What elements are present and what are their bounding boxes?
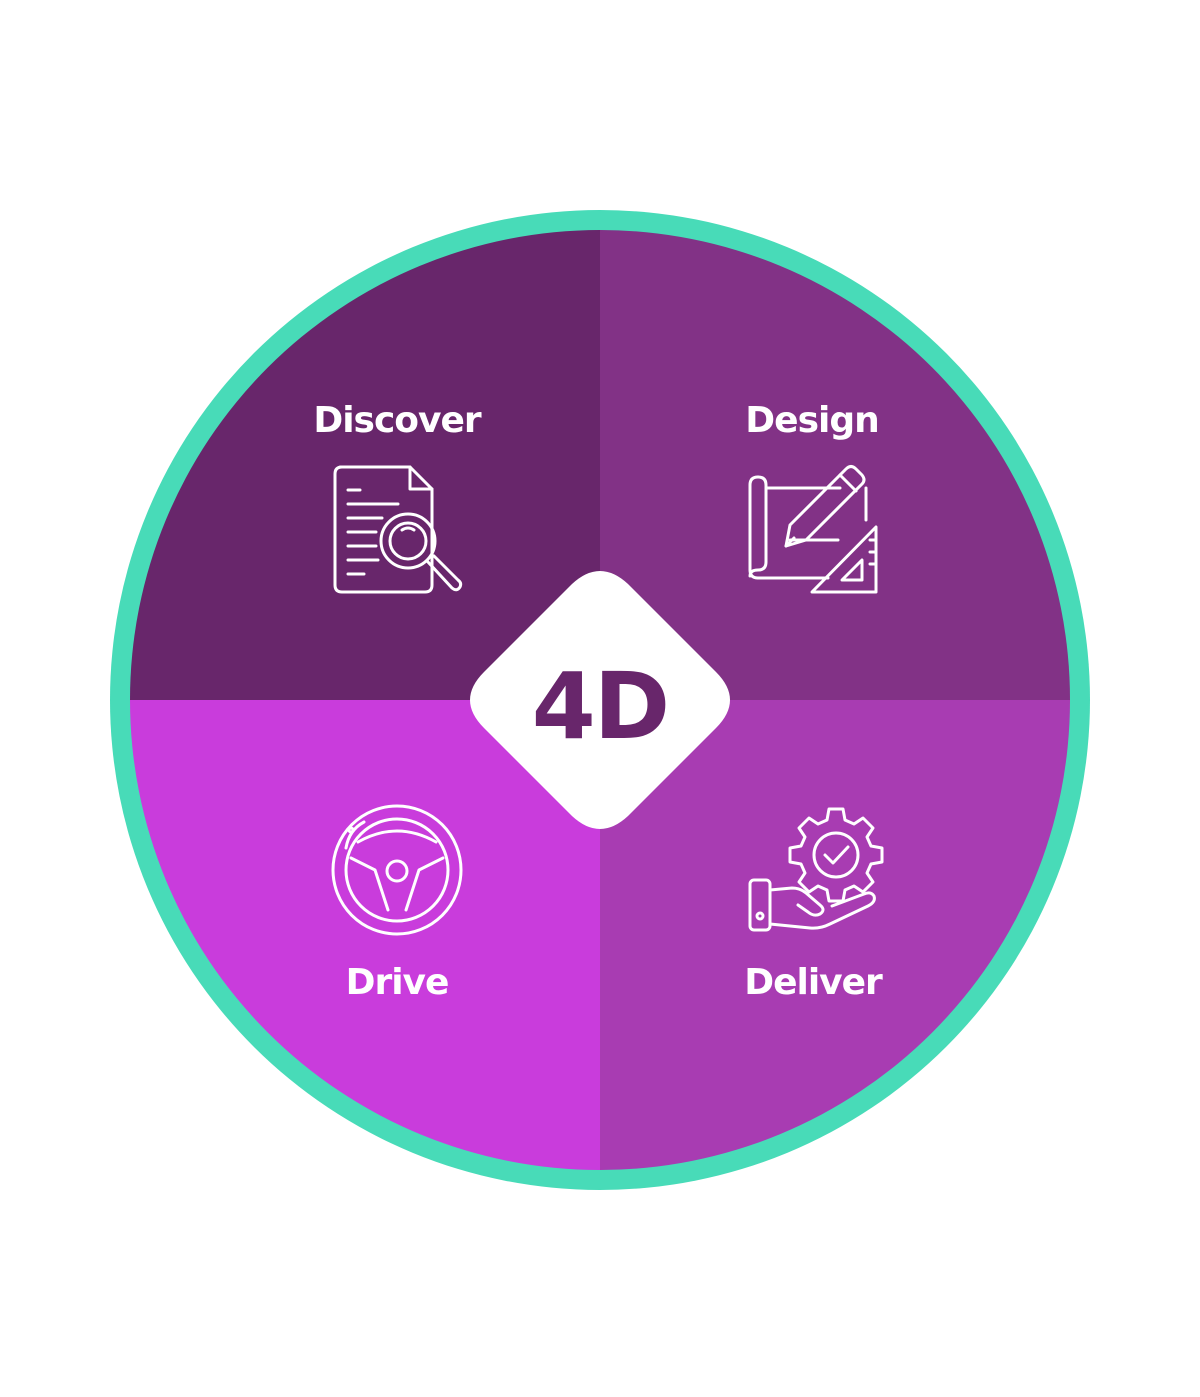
document-search-icon bbox=[333, 465, 463, 594]
blueprint-pencil-icon bbox=[748, 465, 878, 594]
center-badge bbox=[470, 571, 730, 829]
quadrant-label-deliver: Deliver bbox=[744, 962, 883, 1003]
quadrant-label-discover: Discover bbox=[313, 400, 482, 441]
quadrant-label-design: Design bbox=[745, 400, 878, 441]
center-label-4d: 4D bbox=[532, 653, 668, 760]
steering-wheel-icon bbox=[331, 804, 463, 936]
quadrant-label-drive: Drive bbox=[346, 962, 449, 1003]
hand-gear-check-icon bbox=[748, 807, 884, 932]
